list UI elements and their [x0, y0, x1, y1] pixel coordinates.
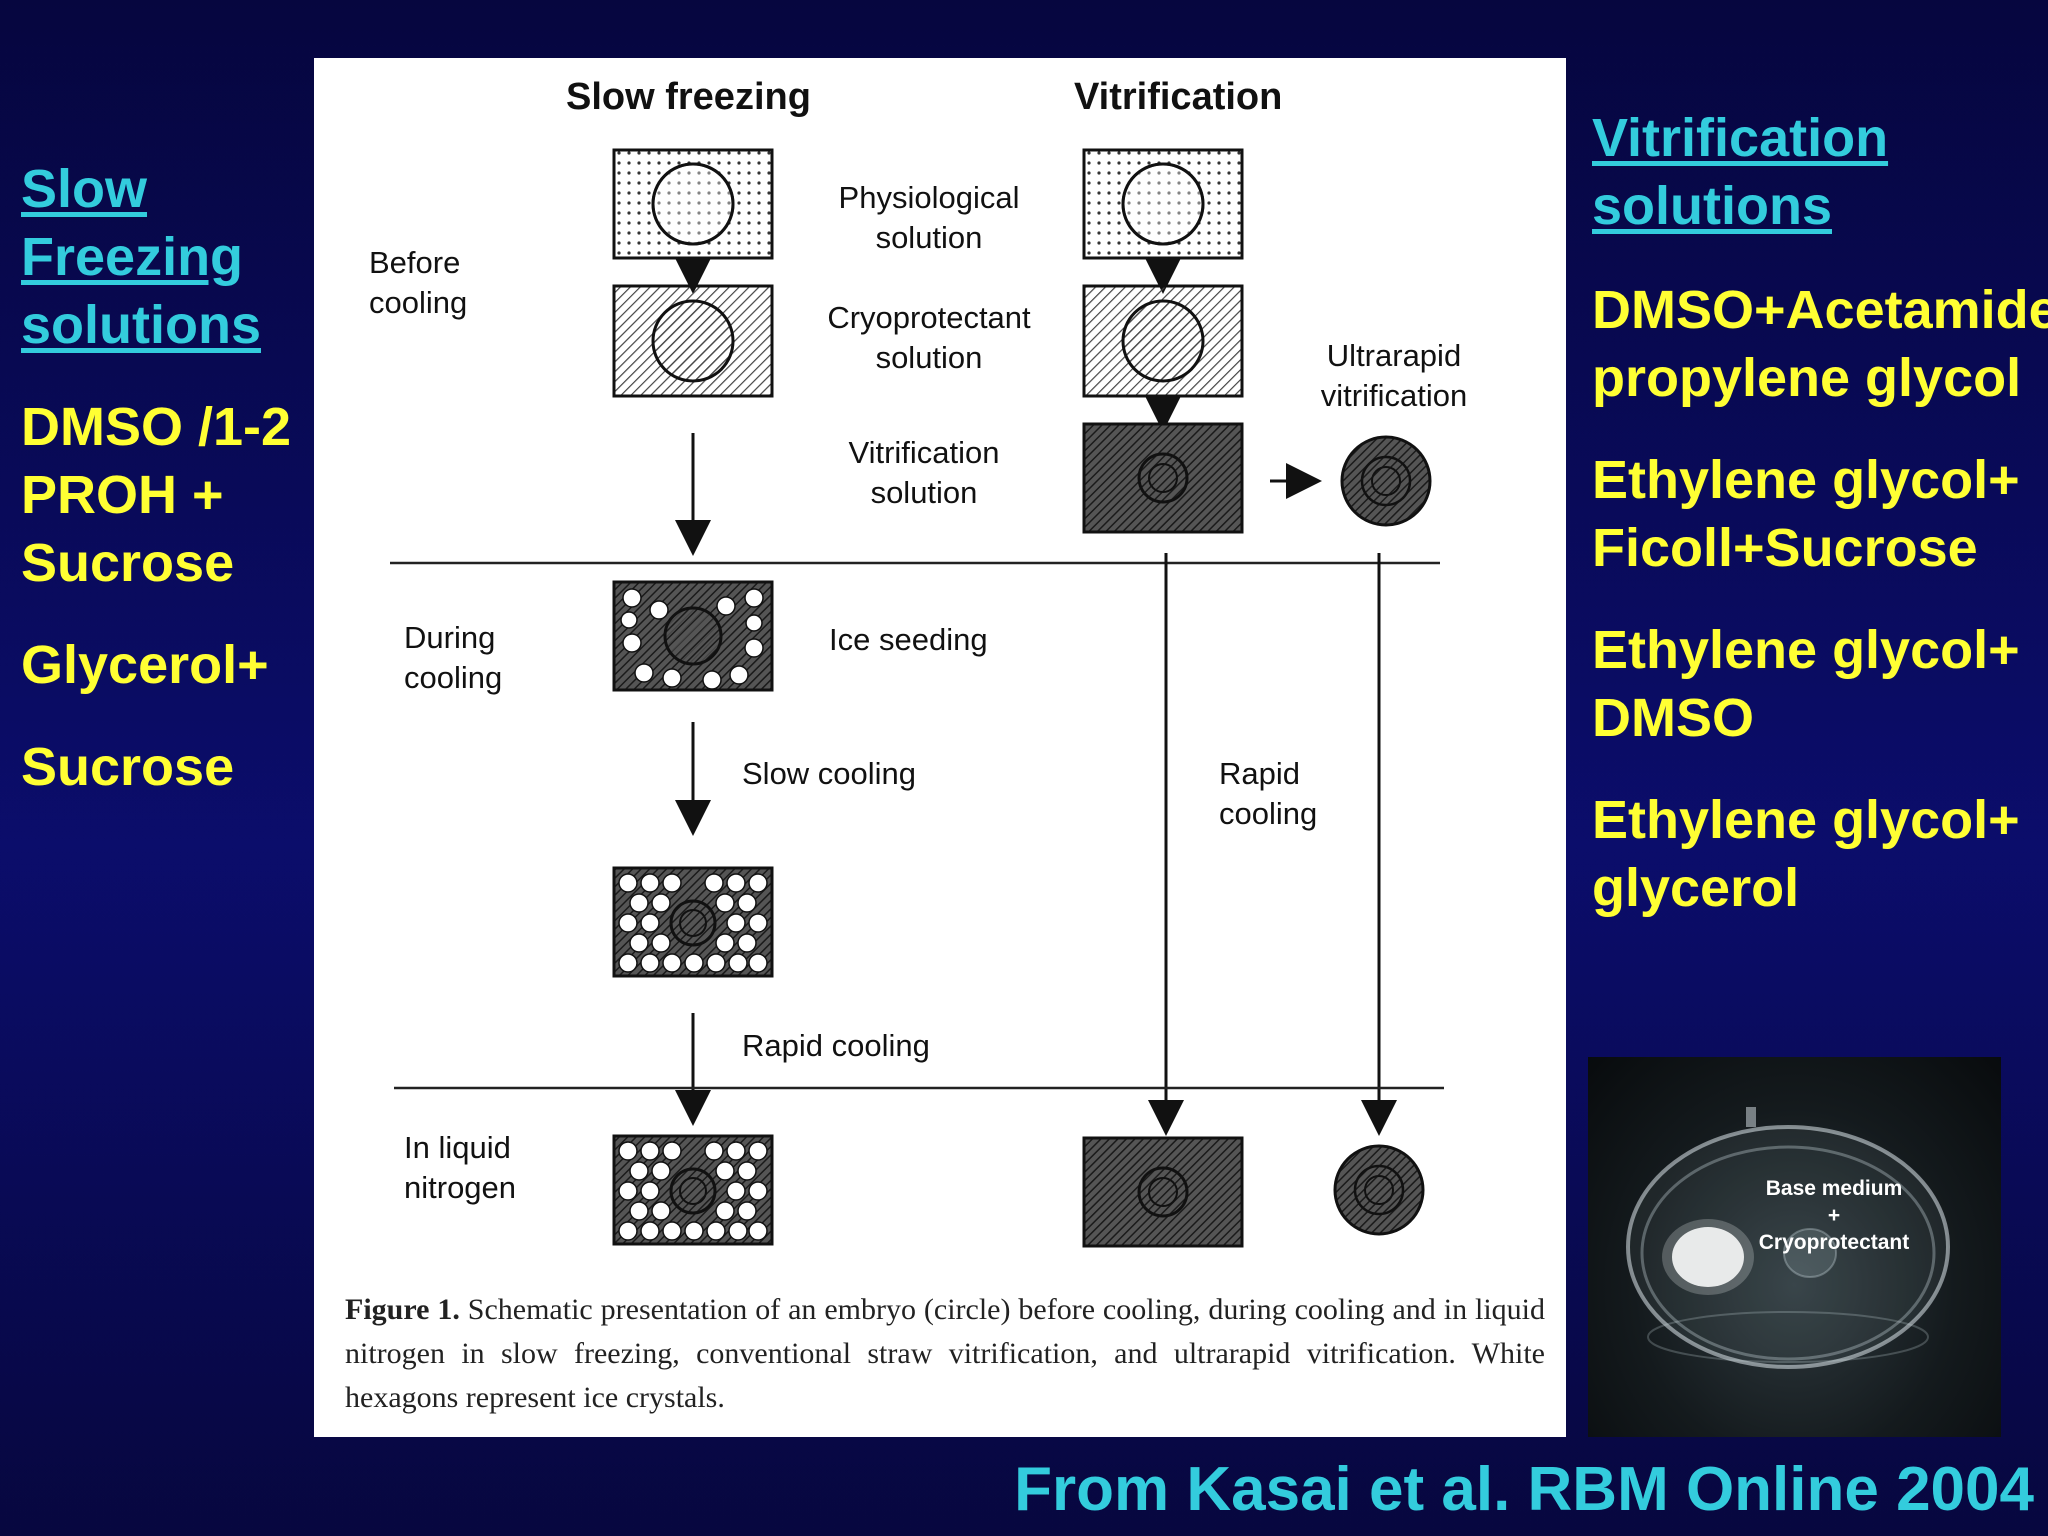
vitri-item-3: Ethylene glycol+ DMSO — [1592, 620, 2020, 748]
ultrarapid-droplet-nitrogen — [1333, 1144, 1425, 1236]
slow-item-3: Sucrose — [21, 737, 235, 797]
col-title-slow: Slow freezing — [566, 76, 811, 118]
label-cryoprotectant: Cryoprotectant solution — [827, 300, 1031, 375]
figure-caption: Figure 1. Schematic presentation of an e… — [345, 1288, 1545, 1420]
label-rapid-cooling-vitri: Rapid cooling — [1219, 756, 1318, 831]
label-rapid-cooling-slow: Rapid cooling — [742, 1028, 930, 1063]
label-physiological: Physiological solution — [838, 180, 1020, 255]
slow-box-liquid-nitrogen — [612, 1134, 774, 1246]
petri-dish-photo: Base medium + Cryoprotectant — [1588, 1057, 2001, 1437]
slow-item-2: Glycerol+ — [21, 635, 269, 695]
slow-box-cryoprotectant — [612, 284, 774, 398]
label-vitrification-solution: Vitrification solution — [848, 435, 1000, 510]
vitri-item-4: Ethylene glycol+ glycerol — [1592, 790, 2020, 918]
caption-label: Figure 1. — [345, 1293, 460, 1326]
vitri-item-1: DMSO+Acetamide+ propylene glycol — [1592, 280, 2048, 408]
vitri-box-vitrification — [1082, 422, 1244, 534]
slow-freezing-heading: Slow Freezing solutions — [21, 159, 261, 355]
label-liquid-nitrogen: In liquid nitrogen — [404, 1130, 517, 1205]
ultrarapid-droplet — [1340, 435, 1432, 527]
caption-text: Schematic presentation of an embryo (cir… — [345, 1293, 1545, 1414]
label-ultrarapid: Ultrarapid vitrification — [1320, 338, 1468, 413]
label-during-cooling: During cooling — [404, 620, 503, 695]
slow-box-ice-crystals — [612, 866, 774, 978]
vitrification-heading: Vitrification solutions — [1592, 108, 1889, 236]
slow-item-1: DMSO /1-2 PROH + Sucrose — [21, 397, 292, 593]
slow-freezing-column: Slow Freezing solutions DMSO /1-2 PROH +… — [21, 155, 311, 801]
slow-box-physiological — [612, 148, 774, 260]
vitri-item-2: Ethylene glycol+ Ficoll+Sucrose — [1592, 450, 2020, 578]
label-ice-seeding: Ice seeding — [829, 622, 988, 657]
label-before-cooling: Before cooling — [369, 245, 468, 320]
citation: From Kasai et al. RBM Online 2004 — [1014, 1455, 2034, 1524]
col-title-vitri: Vitrification — [1074, 76, 1283, 118]
vitri-box-cryoprotectant — [1082, 284, 1244, 398]
dish-label-plus: + — [1827, 1204, 1841, 1227]
dish-label-cryo: Cryoprotectant — [1758, 1231, 1910, 1254]
vitrification-column: Vitrification solutions DMSO+Acetamide+ … — [1592, 104, 2048, 922]
schematic-diagram — [390, 148, 1444, 1248]
petri-dish-illustration — [1626, 1107, 1950, 1369]
figure-panel: Slow freezing Vitrification Before cooli… — [314, 58, 1566, 1437]
vitri-box-physiological — [1082, 148, 1244, 260]
label-slow-cooling: Slow cooling — [742, 756, 917, 791]
dish-label-base: Base medium — [1765, 1177, 1903, 1200]
vitri-box-liquid-nitrogen — [1082, 1136, 1244, 1248]
slow-box-ice-seeding — [612, 580, 774, 692]
